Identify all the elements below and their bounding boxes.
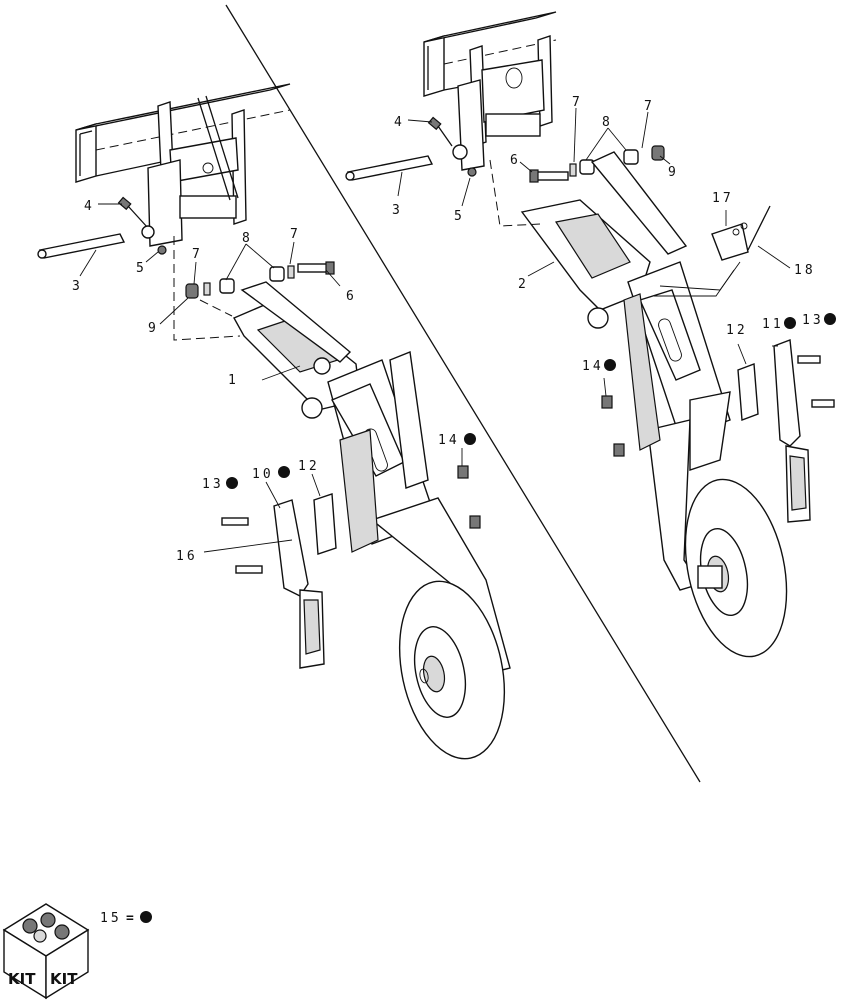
callout-8: 8 <box>602 115 610 130</box>
left-wheel <box>398 580 506 760</box>
kit-marker-dots <box>226 313 836 489</box>
divider-line <box>225 4 701 783</box>
callout-12: 12 <box>298 459 320 474</box>
callout-9: 9 <box>668 165 676 180</box>
callout-16: 16 <box>176 549 198 564</box>
legend-equals: = <box>126 911 134 926</box>
callout-8: 8 <box>242 231 250 246</box>
callouts-right: 2 3 4 5 6 7 7 8 9 11 12 13 14 17 18 <box>392 95 824 374</box>
right-bolt-4 <box>427 116 477 177</box>
left-callout-16-line <box>203 539 293 553</box>
callout-11: 11 <box>762 317 784 332</box>
right-bracket-17 <box>711 205 771 261</box>
left-bolt-4 <box>117 196 167 255</box>
callout-3: 3 <box>392 203 400 218</box>
callout-5: 5 <box>136 261 144 276</box>
callout-13: 13 <box>802 313 824 328</box>
callout-9: 9 <box>148 321 156 336</box>
right-explode-lines <box>489 159 541 227</box>
callout-1: 1 <box>228 373 236 388</box>
left-explode-lines <box>173 236 241 341</box>
kit-label-right: KIT <box>50 970 78 988</box>
left-explode-lines-2 <box>199 299 233 317</box>
kit-dot-13-left <box>226 477 238 489</box>
callout-6: 6 <box>346 289 354 304</box>
callout-13: 13 <box>202 477 224 492</box>
left-pin-3 <box>37 233 126 259</box>
kit-dot-13-right <box>824 313 836 325</box>
right-assembly <box>345 11 835 658</box>
right-pin-3 <box>345 155 434 181</box>
left-frame <box>327 351 511 673</box>
right-beam <box>423 11 557 97</box>
callout-7: 7 <box>290 227 298 242</box>
callout-17: 17 <box>712 191 734 206</box>
left-bushings <box>185 261 335 299</box>
callout-14: 14 <box>438 433 460 448</box>
callout-14: 14 <box>582 359 604 374</box>
callouts-left: 1 3 4 5 6 7 7 8 9 10 12 13 14 16 <box>72 199 460 564</box>
legend-number: 15 <box>100 911 122 926</box>
callout-3: 3 <box>72 279 80 294</box>
kit-dot-11 <box>784 317 796 329</box>
right-scraper <box>601 339 835 523</box>
kit-legend: 15 = <box>100 911 152 926</box>
leader-lines <box>79 107 791 509</box>
kit-label-left: KIT <box>8 970 36 988</box>
legend-dot <box>140 911 152 923</box>
left-beam <box>75 83 291 183</box>
left-mount-bracket <box>147 95 247 247</box>
callout-4: 4 <box>84 199 92 214</box>
right-frame <box>623 261 731 591</box>
callout-7: 7 <box>572 95 580 110</box>
right-spring-lines-2 <box>654 269 735 297</box>
callout-12: 12 <box>726 323 748 338</box>
right-wheel <box>684 478 788 658</box>
left-scraper <box>221 465 481 669</box>
callout-2: 2 <box>518 277 526 292</box>
callout-10: 10 <box>252 467 274 482</box>
right-arm-2 <box>520 151 688 329</box>
right-mount-bracket <box>452 35 553 171</box>
callout-4: 4 <box>394 115 402 130</box>
callout-6: 6 <box>510 153 518 168</box>
kit-box-icon: KIT KIT <box>2 903 90 1000</box>
kit-dot-14-right <box>604 359 616 371</box>
right-bushings <box>529 145 665 183</box>
left-assembly <box>37 83 511 760</box>
kit-dot-14-left <box>464 433 476 445</box>
callout-5: 5 <box>454 209 462 224</box>
callout-7: 7 <box>192 247 200 262</box>
kit-dot-10 <box>278 466 290 478</box>
callout-7: 7 <box>644 99 652 114</box>
callout-18: 18 <box>794 263 816 278</box>
